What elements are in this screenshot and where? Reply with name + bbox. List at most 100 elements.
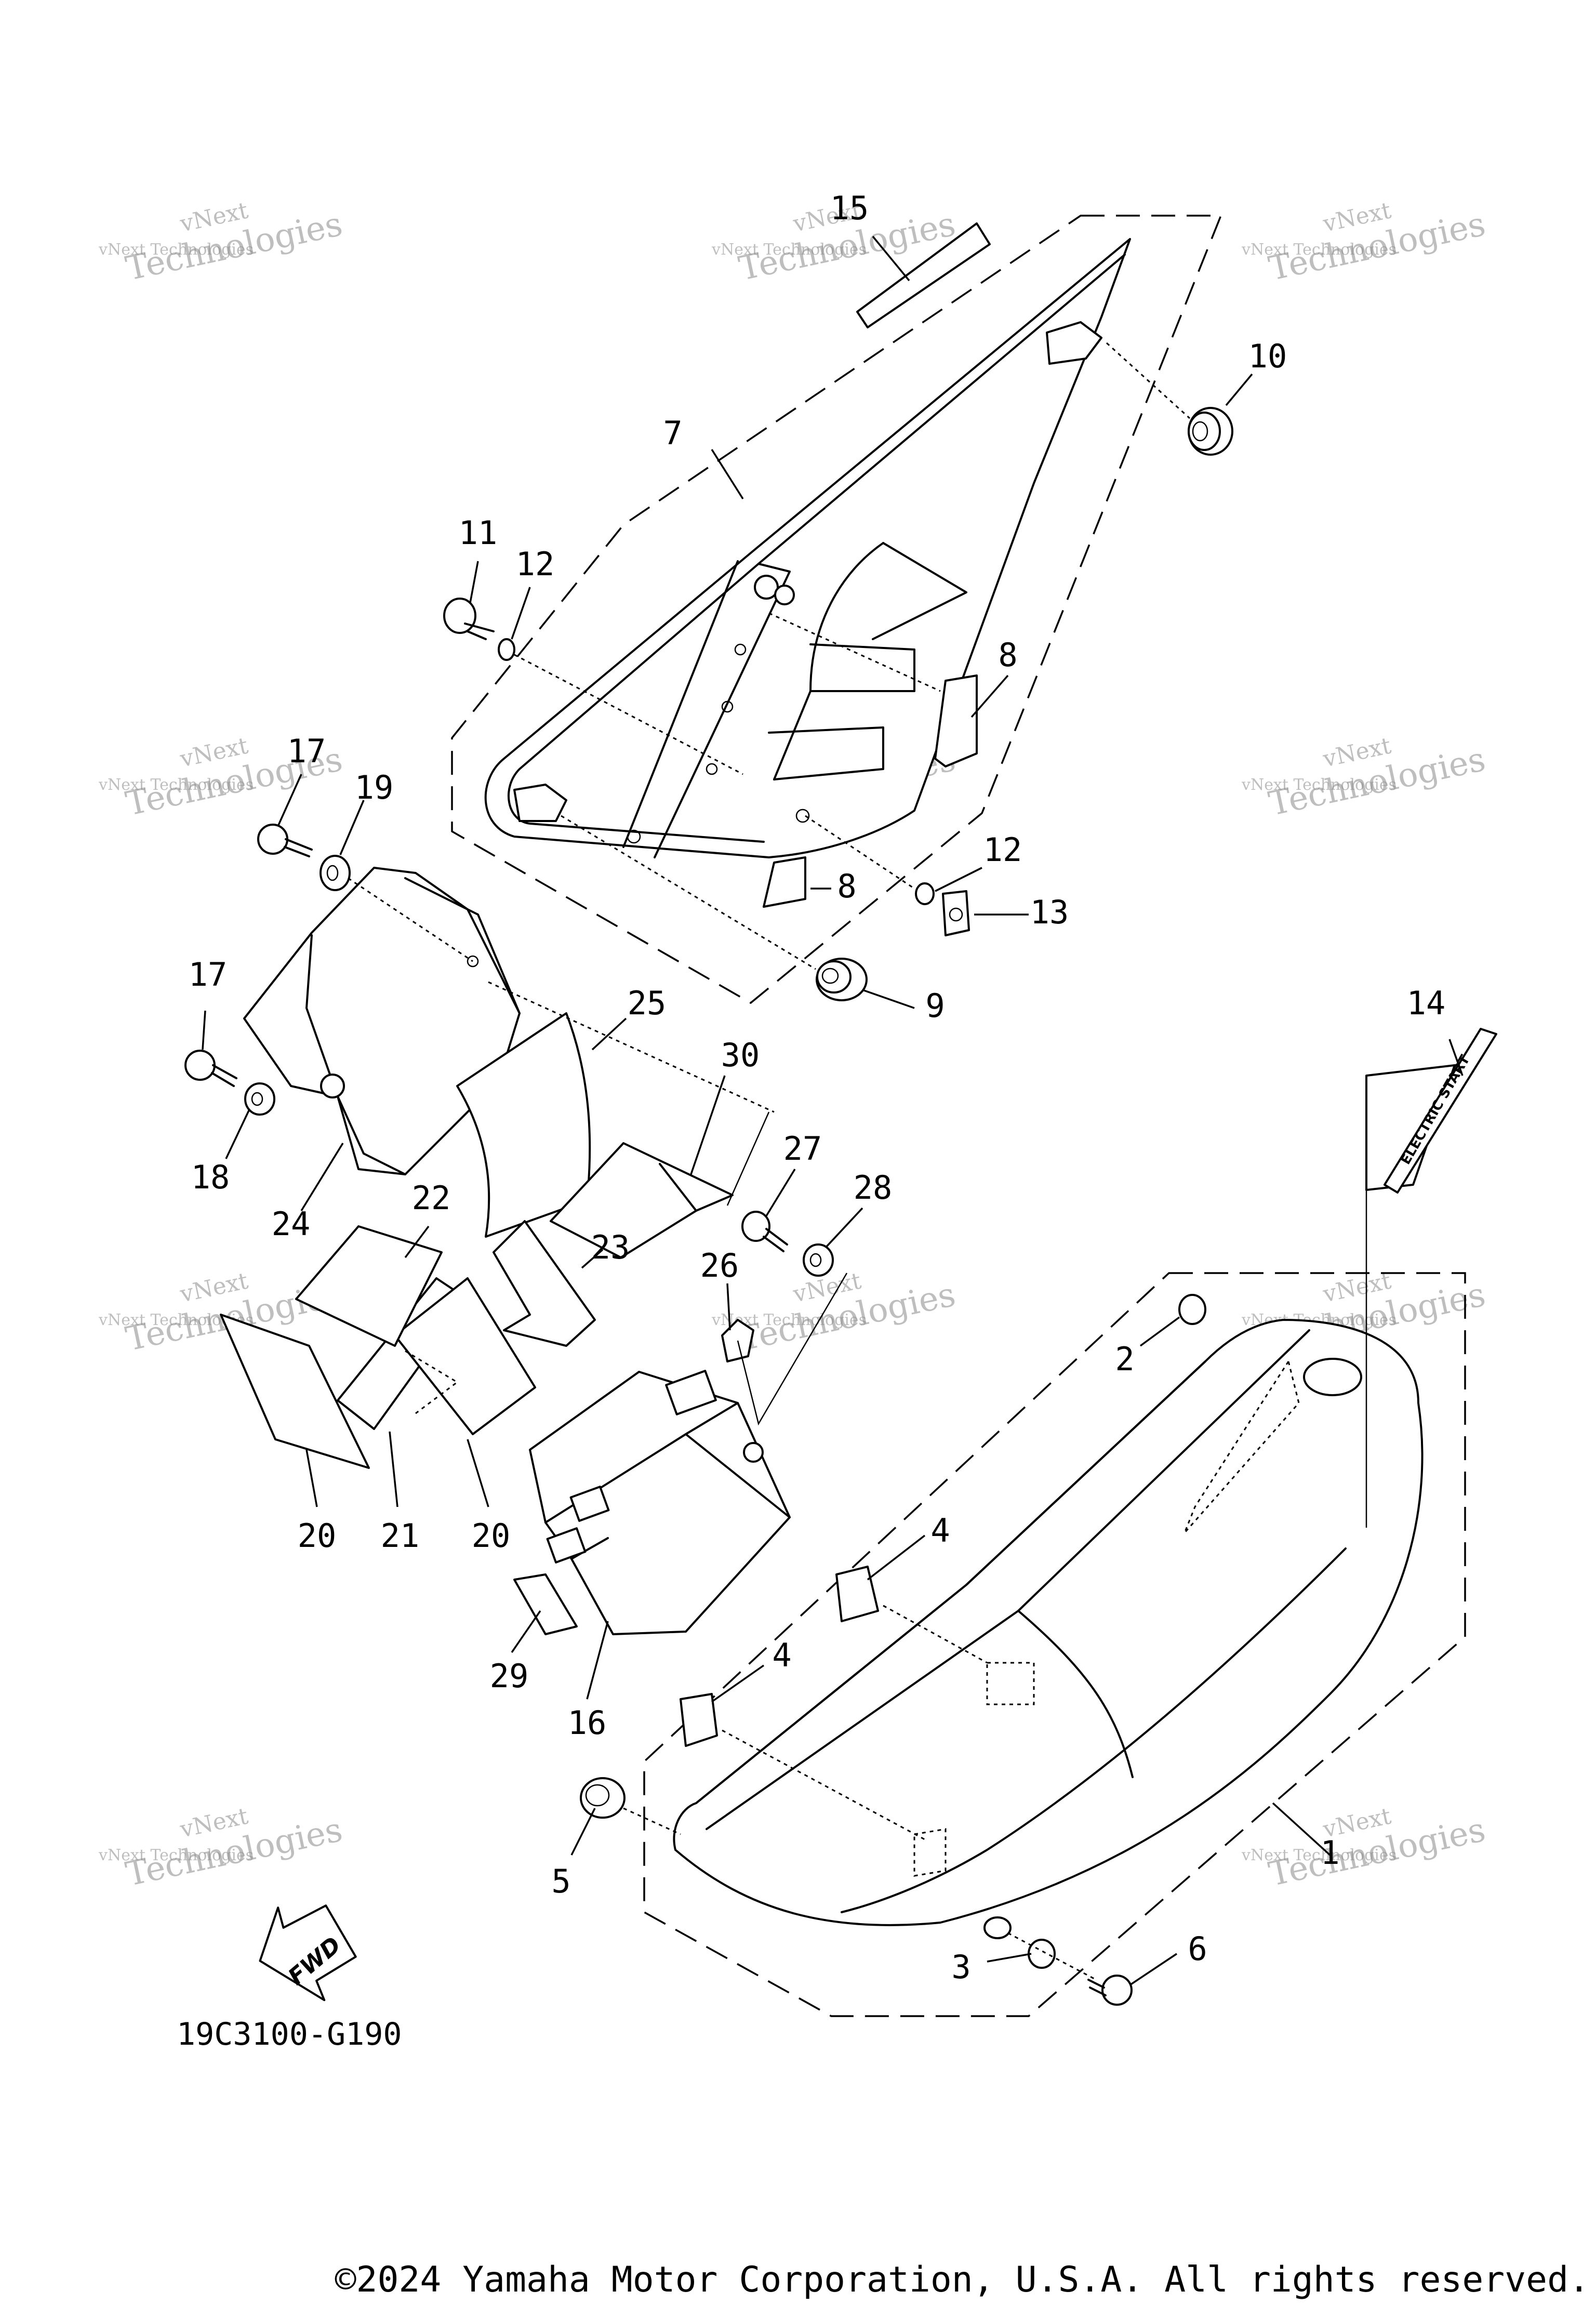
callout-12: 12 bbox=[516, 545, 555, 583]
plate-20-right bbox=[394, 1277, 536, 1435]
callout-10: 10 bbox=[1248, 337, 1287, 375]
watermark: vNext Technologies vNext Technologies bbox=[98, 197, 345, 288]
grommet-5 bbox=[580, 1777, 626, 1819]
plate-20-left bbox=[220, 1314, 370, 1469]
axis-line bbox=[768, 612, 941, 692]
bracket-24 bbox=[243, 867, 521, 1175]
callout-5: 5 bbox=[551, 1862, 570, 1900]
collar-28-hole bbox=[809, 1253, 822, 1267]
callout-9: 9 bbox=[925, 987, 945, 1025]
washer-12-lower bbox=[915, 882, 935, 905]
callout-14: 14 bbox=[1407, 984, 1446, 1022]
clip-nut-13-hole bbox=[949, 907, 963, 922]
side-cover-1-recess bbox=[913, 1828, 947, 1877]
mounting-peg bbox=[1046, 321, 1102, 365]
clip-nut-13 bbox=[942, 890, 970, 936]
cover-hole bbox=[706, 763, 718, 775]
collar-3 bbox=[1028, 1939, 1056, 1969]
side-cover-7 bbox=[484, 238, 1131, 858]
svg-text:vNext Technologies: vNext Technologies bbox=[1241, 776, 1396, 794]
decal-14-strip bbox=[1384, 1028, 1497, 1194]
diagram-code: 19C3100-G190 bbox=[177, 2016, 402, 2053]
watermark: vNext Technologies vNext Technologies bbox=[1241, 1803, 1488, 1894]
bolt-17-upper bbox=[257, 824, 313, 857]
cover-hole bbox=[734, 643, 747, 656]
callout-22: 22 bbox=[412, 1179, 451, 1217]
axis-line bbox=[561, 815, 816, 970]
collar-19-hole bbox=[326, 865, 339, 881]
callout-20: 20 bbox=[298, 1517, 337, 1555]
bracket-24-hole bbox=[467, 955, 479, 968]
callout-2: 2 bbox=[1115, 1340, 1134, 1378]
collar-18-hole bbox=[251, 1092, 263, 1106]
leader-lines bbox=[202, 235, 1464, 1986]
grommet-10 bbox=[1188, 407, 1233, 456]
upper-cover-assembly bbox=[443, 215, 1233, 1004]
axis-line bbox=[805, 815, 915, 890]
battery-box-assembly bbox=[513, 1211, 848, 1635]
battery-box-16-tab bbox=[546, 1527, 587, 1564]
forward-arrow-icon bbox=[259, 1904, 357, 2002]
cover-hole bbox=[774, 585, 795, 605]
side-cover-7-edge bbox=[508, 254, 1126, 843]
mounting-peg bbox=[513, 784, 567, 822]
pad-8-lower bbox=[763, 856, 806, 908]
cover-hole bbox=[795, 809, 810, 823]
bolt-6 bbox=[1087, 1975, 1133, 2006]
callout-16: 16 bbox=[568, 1704, 607, 1742]
pad-8-upper bbox=[934, 674, 978, 767]
callout-25: 25 bbox=[628, 984, 667, 1022]
cover-hole bbox=[627, 829, 641, 844]
callout-29: 29 bbox=[490, 1657, 529, 1695]
callout-23: 23 bbox=[591, 1228, 630, 1266]
callout-8: 8 bbox=[998, 636, 1017, 674]
plate-20-right-hidden bbox=[405, 1350, 459, 1414]
callout-4: 4 bbox=[930, 1512, 950, 1550]
side-cover-7-flange bbox=[773, 542, 884, 780]
assembly-boundary-lower bbox=[643, 1272, 1466, 2017]
side-cover-1-panel bbox=[841, 1547, 1347, 1913]
callout-4: 4 bbox=[772, 1636, 791, 1674]
watermark: vNext Technologies vNext Technologies bbox=[98, 1803, 345, 1894]
bolt-27 bbox=[741, 1211, 788, 1252]
axis-line bbox=[623, 1807, 681, 1835]
assembly-boundary-upper bbox=[451, 215, 1222, 1004]
callout-17: 17 bbox=[287, 732, 326, 770]
pad-29 bbox=[513, 1573, 578, 1635]
collar-3-boss bbox=[983, 1916, 1012, 1939]
callout-18: 18 bbox=[191, 1158, 230, 1196]
side-cover-7-vane bbox=[768, 542, 967, 780]
axis-line bbox=[348, 877, 473, 962]
axis-line bbox=[737, 1273, 848, 1426]
damper-2 bbox=[1178, 1294, 1206, 1325]
callout-8: 8 bbox=[837, 867, 856, 905]
callout-12: 12 bbox=[983, 831, 1022, 869]
decal-14 bbox=[1365, 1064, 1456, 1191]
callout-3: 3 bbox=[951, 1948, 970, 1986]
callout-21: 21 bbox=[381, 1517, 420, 1555]
battery-box-16-boss bbox=[743, 1442, 764, 1463]
screw-11 bbox=[443, 598, 495, 640]
svg-text:vNext Technologies: vNext Technologies bbox=[98, 1846, 254, 1864]
side-cover-1-panel bbox=[1017, 1610, 1134, 1778]
callout-27: 27 bbox=[783, 1130, 822, 1168]
svg-text:vNext Technologies: vNext Technologies bbox=[98, 241, 254, 259]
collar-19 bbox=[320, 855, 351, 891]
svg-text:vNext Technologies: vNext Technologies bbox=[1241, 1846, 1396, 1864]
side-cover-1-hole bbox=[1303, 1358, 1362, 1396]
battery-box-16-tab bbox=[569, 1486, 610, 1522]
pad-4-upper bbox=[835, 1566, 879, 1622]
svg-text:vNext Technologies: vNext Technologies bbox=[711, 241, 867, 259]
callout-6: 6 bbox=[1188, 1930, 1207, 1968]
plate-30-fold bbox=[659, 1163, 697, 1212]
washer-12-upper bbox=[498, 638, 515, 661]
cover-hole bbox=[721, 700, 734, 713]
bracket-24-hole bbox=[320, 1074, 345, 1098]
callout-7: 7 bbox=[663, 414, 682, 452]
forward-direction-arrow: FWD bbox=[259, 1904, 357, 2002]
callout-numbers: 15 10 7 11 12 8 8 12 13 9 14 17 19 17 18… bbox=[189, 189, 1446, 1986]
watermark: vNext Technologies vNext Technologies bbox=[1241, 732, 1488, 824]
axis-line bbox=[726, 1111, 770, 1206]
callout-19: 19 bbox=[355, 769, 394, 806]
